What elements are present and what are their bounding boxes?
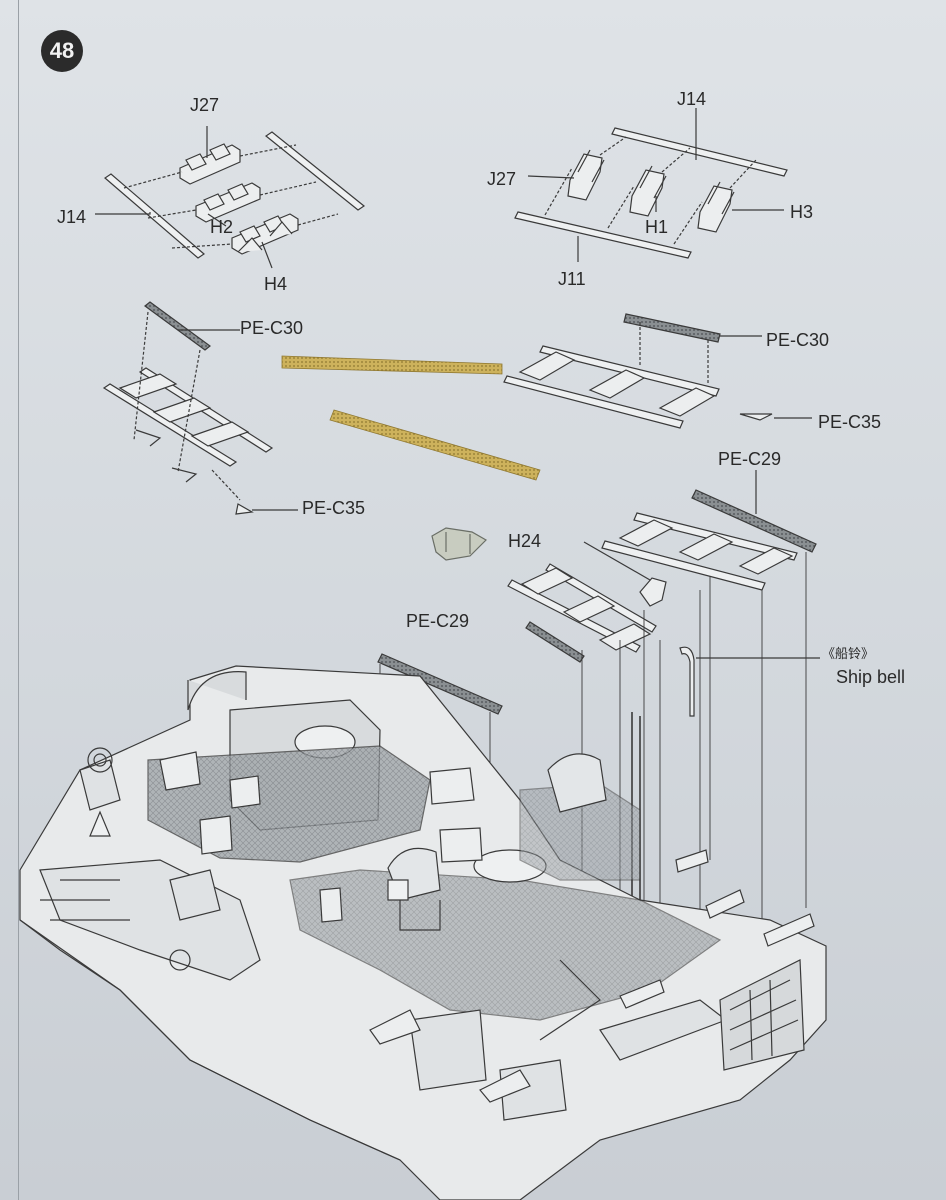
part-bracket [431,527,487,561]
ladder-assembly-top-right [514,108,788,262]
ladder-assembled-mid-right [503,313,812,429]
label-pe-c30-right: PE-C30 [766,330,830,350]
label-h24: H24 [508,531,542,551]
label-pe-c35-left: PE-C35 [302,498,366,518]
label-ship-bell-cn: 《船铃》 [822,646,875,661]
ship-bell-part [679,646,820,717]
ladder-assembled-mid-left [102,301,298,515]
label-pe-c29-left: PE-C29 [406,611,470,631]
pe-c29-strip-left [377,653,503,715]
step-number-badge: 48 [41,30,83,72]
label-h1: H1 [645,217,669,237]
ladder-assembled-center [507,563,657,663]
part-h24 [639,577,667,607]
label-j27-right: J27 [487,169,517,189]
label-h2: H2 [210,217,234,237]
ladder-assembled-upper-right [583,470,817,591]
photo-etch-strips [281,355,541,481]
label-pe-c35-right: PE-C35 [818,412,882,432]
label-h3: H3 [790,202,814,222]
ladder-assembly-top-left [95,126,366,269]
part-h3 [697,181,735,233]
step-number: 48 [49,38,75,63]
label-j27-left: J27 [190,95,220,115]
label-j14-left: J14 [57,207,87,227]
label-pe-c30-left: PE-C30 [240,318,304,338]
label-h4: H4 [264,274,288,294]
label-j14-right: J14 [677,89,707,109]
part-h4 [231,213,299,255]
ship-superstructure [19,665,827,1200]
part-j27-right [567,149,605,201]
part-h1 [629,165,667,217]
label-j11: J11 [558,269,586,289]
label-ship-bell-en: Ship bell [836,667,906,687]
label-pe-c29-right: PE-C29 [718,449,782,469]
part-h2 [195,182,261,223]
part-j27-left [179,143,241,185]
